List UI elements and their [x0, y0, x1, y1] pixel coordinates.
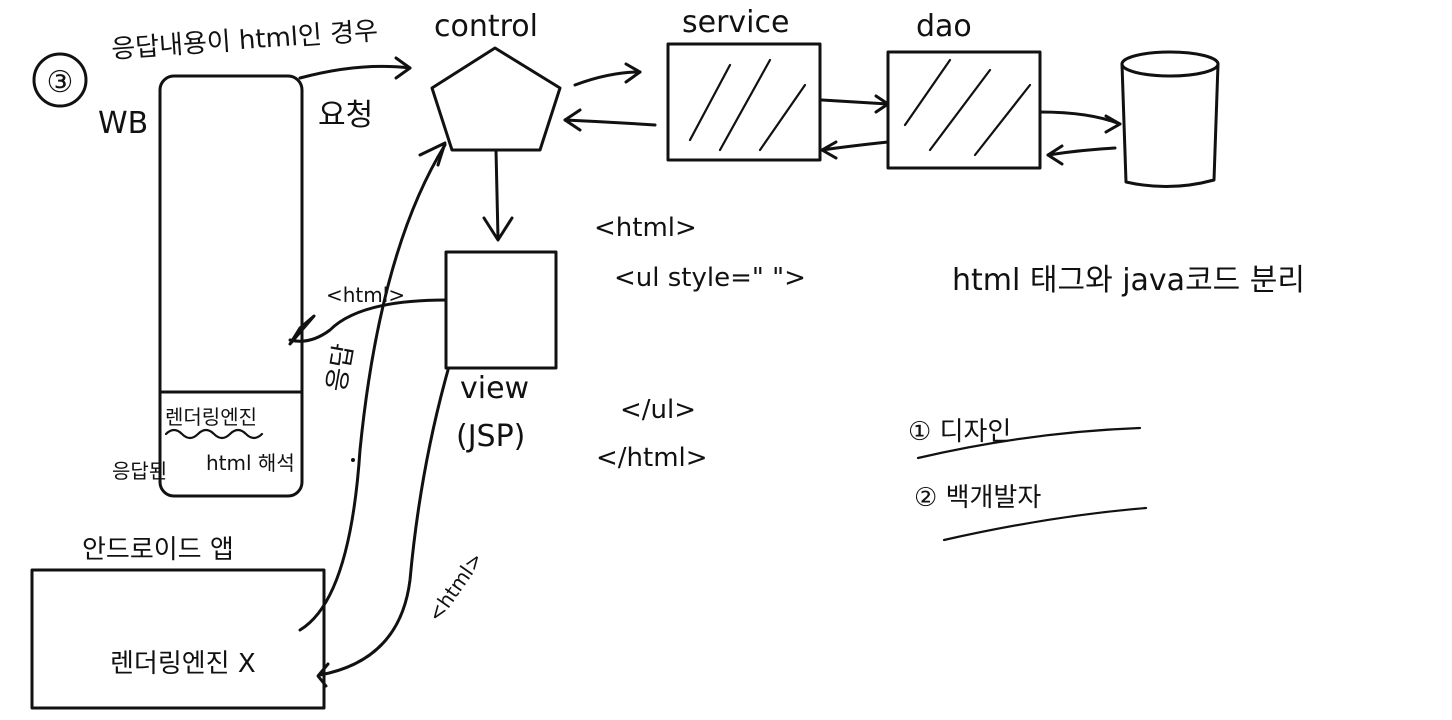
- service-to-control-arrow: [563, 118, 657, 127]
- dao-to-service-arrow: [820, 140, 890, 152]
- service-to-control-head: [563, 108, 582, 132]
- service-hatch: [688, 58, 807, 152]
- android-to-control-arrow: [298, 143, 447, 632]
- code-line-1: <html>: [594, 213, 697, 243]
- service-box: [666, 42, 822, 162]
- android-app-label: 안드로이드 앱: [82, 535, 234, 565]
- dao-hatch: [903, 58, 1032, 157]
- database-top: [1120, 50, 1220, 78]
- android-app-box: [30, 568, 326, 710]
- control-to-view-head: [482, 216, 514, 242]
- view-box: [444, 250, 558, 370]
- response-label: 응답: [322, 342, 360, 394]
- request-label: 요청: [318, 98, 373, 133]
- web-browser-box: [158, 74, 304, 498]
- browser-label: WB: [98, 106, 148, 141]
- point-1-underline: [916, 426, 1142, 460]
- view-sub-label: (JSP): [456, 419, 525, 454]
- android-to-control-head: [418, 141, 447, 167]
- android-render-engine: 렌더링엔진 X: [110, 649, 256, 679]
- case-number-circle: [32, 52, 88, 108]
- control-pentagon: [430, 46, 562, 152]
- view-to-android-arrow: [318, 368, 450, 677]
- service-label: service: [682, 5, 789, 40]
- response-html-label: 응답된: [112, 459, 167, 483]
- point-2-underline: [942, 506, 1148, 542]
- dao-to-service-head: [820, 140, 838, 160]
- control-to-service-arrow: [573, 70, 642, 87]
- code-line-4: </html>: [596, 443, 708, 473]
- request-arrow: [298, 64, 412, 80]
- dao-box: [886, 50, 1042, 170]
- db-to-dao-head: [1046, 144, 1064, 166]
- view-response-head: [288, 314, 316, 346]
- request-arrow-head: [394, 56, 412, 80]
- control-to-service-head: [624, 62, 642, 84]
- html-tag-arrow-2: <html>: [423, 548, 488, 627]
- separation-note: html 태그와 java코드 분리: [952, 263, 1305, 298]
- render-engine-label: 렌더링엔진: [165, 405, 257, 429]
- dao-to-db-head: [1104, 114, 1122, 134]
- render-engine-underline: [164, 428, 264, 440]
- service-to-dao-arrow: [820, 98, 890, 106]
- dao-label: dao: [916, 9, 972, 44]
- html-tag-arrow-1: <html>: [326, 283, 405, 307]
- db-to-dao-arrow: [1046, 146, 1117, 157]
- view-response-arrow: [288, 298, 448, 343]
- point-2: ② 백개발자: [914, 483, 1041, 513]
- case-title: 응답내용이 html인 경우: [110, 16, 379, 65]
- code-line-2: <ul style=" ">: [614, 263, 806, 293]
- view-label: view: [460, 371, 529, 406]
- control-to-view-arrow: [494, 148, 500, 240]
- code-line-3: </ul>: [620, 395, 696, 425]
- render-engine-desc: html 해석: [206, 451, 295, 475]
- dot-mark: [351, 458, 355, 462]
- control-label: control: [434, 9, 538, 44]
- case-number: ③: [47, 65, 74, 100]
- database-body: [1120, 62, 1220, 188]
